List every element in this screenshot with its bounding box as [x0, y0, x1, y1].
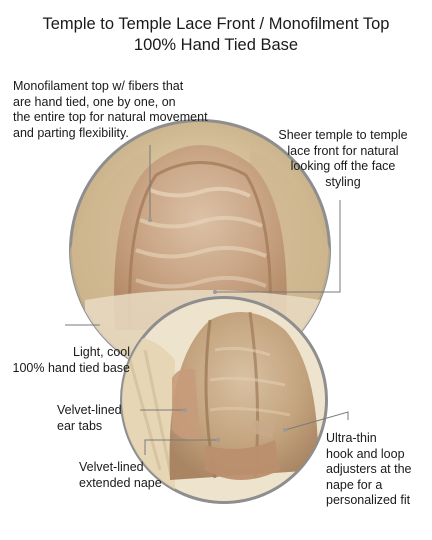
- leader-dot: [216, 438, 220, 442]
- leader-dot: [213, 290, 217, 294]
- callout-hook-loop-adjusters: Ultra-thin hook and loop adjusters at th…: [326, 431, 411, 509]
- title-line-1: Temple to Temple Lace Front / Monofilmen…: [42, 15, 390, 33]
- adjuster: [252, 420, 275, 438]
- leader-lines: [65, 145, 349, 455]
- title-line-2: 100% Hand Tied Base: [133, 36, 299, 54]
- callout-line: the entire top for natural movement: [13, 110, 208, 124]
- callout-line: Velvet-lined: [57, 403, 122, 417]
- leader-dots: [148, 218, 287, 442]
- callout-line: are hand tied, one by one, on: [13, 94, 176, 109]
- callout-sheer-temple: Sheer temple to temple lace front for na…: [270, 128, 416, 190]
- callout-line: styling: [325, 174, 361, 189]
- callout-line: Velvet-lined: [79, 460, 144, 474]
- leader-hook-loop: [284, 411, 349, 431]
- callout-light-cool-base: Light, cool 100% hand tied base: [0, 345, 130, 376]
- callout-line: Light, cool: [73, 345, 130, 359]
- leader-dot: [183, 408, 187, 412]
- callout-line: and parting flexibility.: [13, 125, 129, 140]
- callout-ear-tabs: Velvet-lined ear tabs: [57, 403, 122, 434]
- callout-line: Sheer temple to temple: [278, 128, 408, 142]
- callout-line: adjusters at the: [326, 462, 412, 476]
- ear-tab: [172, 368, 200, 441]
- leader-nape: [144, 439, 218, 455]
- leader-dot: [283, 428, 287, 432]
- callout-extended-nape: Velvet-lined extended nape: [79, 460, 162, 491]
- extended-nape: [205, 440, 280, 480]
- callout-line: Monofilament top w/ fibers that: [13, 79, 184, 93]
- callout-line: nape for a: [326, 477, 383, 492]
- small-cap-view: [120, 296, 328, 504]
- callout-monofilament-top: Monofilament top w/ fibers that are hand…: [13, 79, 208, 141]
- callout-line: hook and loop: [326, 446, 405, 461]
- leader-dot: [148, 218, 152, 222]
- callout-line: personalized fit: [326, 493, 411, 507]
- callout-line: extended nape: [79, 475, 162, 490]
- leader-sheer-temple: [215, 200, 341, 293]
- callout-line: Ultra-thin: [326, 431, 377, 445]
- callout-line: lace front for natural: [287, 143, 399, 158]
- diagram-title: Temple to Temple Lace Front / Monofilmen…: [0, 14, 432, 56]
- callout-line: ear tabs: [57, 418, 103, 433]
- callout-line: 100% hand tied base: [12, 360, 130, 375]
- callout-line: looking off the face: [290, 159, 396, 173]
